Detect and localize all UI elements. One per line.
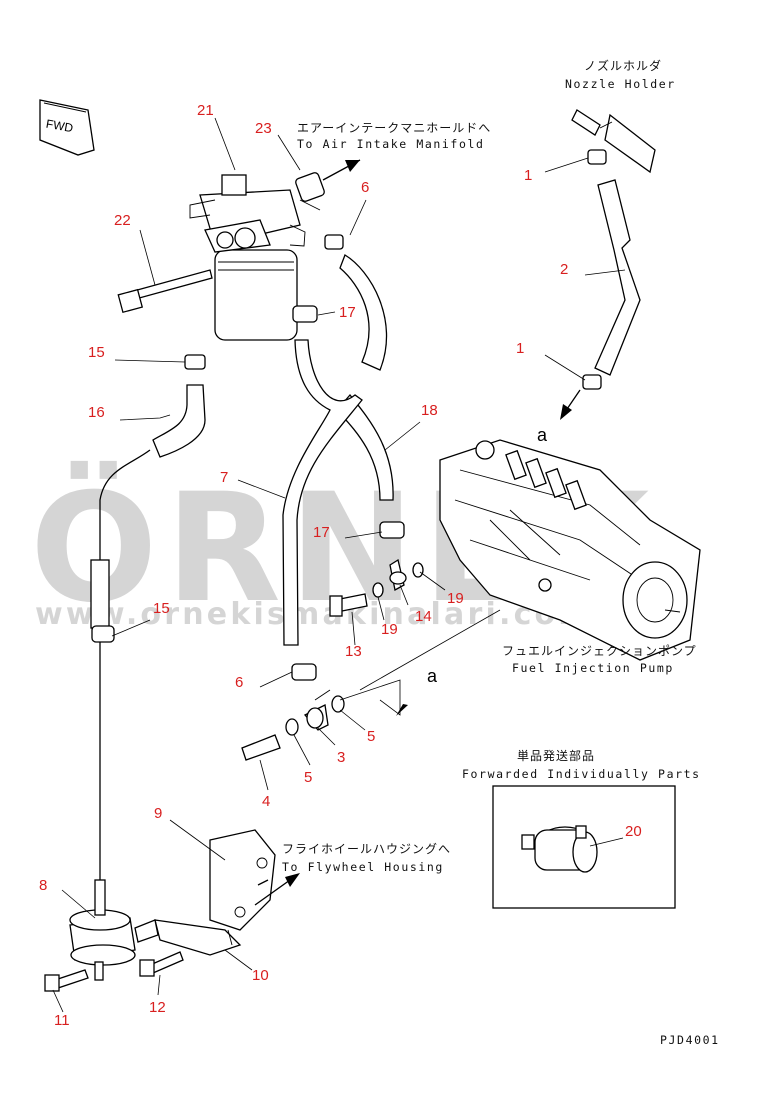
part-label: 8 — [39, 877, 47, 894]
bracket-9-10 — [154, 829, 276, 956]
part-label: 12 — [149, 999, 166, 1016]
part-label: 15 — [153, 600, 170, 617]
part-label: 17 — [339, 304, 356, 321]
part-label: 1 — [524, 167, 532, 184]
part-label: 14 — [415, 608, 432, 625]
bolt-22 — [117, 269, 213, 314]
hose-2 — [594, 179, 641, 376]
fwd-arrow-icon: FWD — [39, 99, 95, 156]
part-label: 7 — [220, 469, 228, 486]
nozzle-holder — [571, 109, 656, 174]
flywheel-jp: フライホイールハウジングへ — [282, 842, 451, 856]
fwd-label: FWD — [45, 117, 75, 136]
callout-forwarded: 単品発送部品 Forwarded Individually Parts — [462, 748, 701, 781]
part-label: 17 — [313, 524, 330, 541]
part-label: 20 — [625, 823, 642, 840]
feed-pump-8 — [69, 879, 159, 981]
bolts-11-12 — [44, 951, 184, 992]
air-intake-jp: エアーインテークマニホールドへ — [297, 121, 491, 135]
small-parts-3-4-5 — [241, 689, 345, 761]
hose-6-18 — [339, 254, 388, 371]
part-label: 3 — [337, 749, 345, 766]
leader-lines — [52, 117, 626, 1013]
drawing-code: PJD4001 — [660, 1033, 720, 1047]
part-label: 5 — [304, 769, 312, 786]
part-label: 19 — [381, 621, 398, 638]
fuel-filter-assembly — [189, 174, 321, 341]
nozzle-holder-jp: ノズルホルダ — [584, 58, 662, 73]
callout-fuel-pump: フュエルインジェクションポンプ Fuel Injection Pump — [502, 644, 697, 675]
small-parts-13-14-19 — [329, 558, 424, 617]
fuel-injection-pump — [439, 439, 701, 661]
part-label: 16 — [88, 404, 105, 421]
part-label: 15 — [88, 344, 105, 361]
part-label: 6 — [235, 674, 243, 691]
part-label: 18 — [421, 402, 438, 419]
part-label: 10 — [252, 967, 269, 984]
part-label: 23 — [255, 120, 272, 137]
part-label: 21 — [197, 102, 214, 119]
part-label: 1 — [516, 340, 524, 357]
part-label: 2 — [560, 261, 568, 278]
hose-18 — [336, 393, 394, 501]
part-label: 6 — [361, 179, 369, 196]
part-label: 19 — [447, 590, 464, 607]
part-label: 13 — [345, 643, 362, 660]
view-marker-a-top: a — [537, 425, 548, 445]
callout-air-intake: エアーインテークマニホールドへ To Air Intake Manifold — [297, 121, 491, 151]
part-number-labels: 21 23 6 22 17 15 16 18 7 1 2 1 17 19 14 … — [39, 102, 642, 1029]
nozzle-holder-en: Nozzle Holder — [565, 77, 676, 91]
hose-7 — [282, 339, 363, 646]
air-intake-en: To Air Intake Manifold — [297, 137, 485, 151]
view-marker-a-bottom: a — [427, 666, 438, 686]
forwarded-jp: 単品発送部品 — [517, 748, 595, 763]
fuel-pump-en: Fuel Injection Pump — [512, 661, 674, 675]
clips — [91, 149, 607, 681]
connector-23 — [295, 172, 325, 202]
fuel-pump-jp: フュエルインジェクションポンプ — [502, 644, 697, 658]
part-label: 5 — [367, 728, 375, 745]
part-label: 22 — [114, 212, 131, 229]
part-label: 9 — [154, 805, 162, 822]
forwarded-en: Forwarded Individually Parts — [462, 767, 701, 781]
fuel-line-lower — [90, 449, 151, 880]
hose-16 — [152, 384, 206, 458]
part-label: 11 — [54, 1012, 70, 1029]
part-20 — [521, 825, 598, 873]
view-a-leader-bottom — [339, 679, 401, 716]
forwarded-parts-box — [492, 785, 676, 909]
flywheel-en: To Flywheel Housing — [282, 860, 444, 874]
callout-flywheel: フライホイールハウジングへ To Flywheel Housing — [282, 842, 451, 874]
part-label: 4 — [262, 793, 270, 810]
flywheel-arrow — [254, 879, 291, 906]
callout-nozzle-holder: ノズルホルダ Nozzle Holder — [565, 58, 676, 91]
